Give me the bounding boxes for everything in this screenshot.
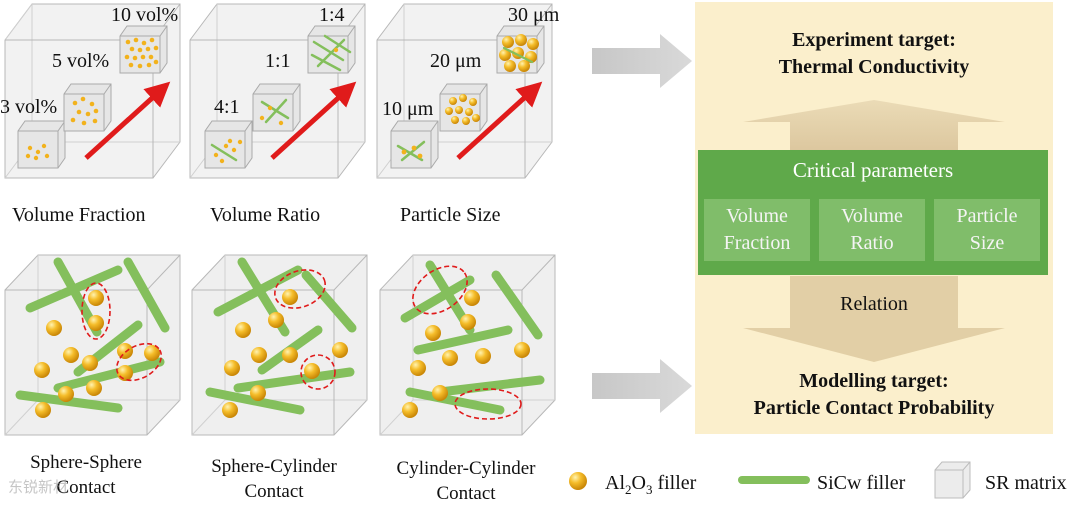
param-line: Ratio: [850, 232, 894, 254]
legend-cube-icon: [934, 461, 971, 499]
experiment-target-value: Thermal Conductivity: [778, 56, 970, 78]
small-cube-10vol: [119, 25, 168, 74]
relation-arrows: [743, 100, 1005, 362]
cylinder-cylinder-contact-cube: [379, 254, 556, 436]
legend-sphere-icon: [569, 472, 587, 490]
legend-al2o3-part: O: [631, 472, 646, 494]
param-line: Size: [969, 232, 1005, 254]
param-line: Volume: [726, 205, 788, 227]
level-20um: 20 μm: [430, 50, 482, 72]
param-line: Particle: [956, 205, 1018, 227]
caption-line: Contact: [56, 477, 116, 498]
small-cube-1-1: [252, 83, 301, 132]
small-cube-20um: [439, 83, 488, 132]
legend-sicw: SiCw filler: [817, 472, 906, 494]
caption-line: Cylinder-Cylinder: [396, 458, 536, 479]
increase-arrow: [270, 81, 357, 160]
increase-arrow: [84, 81, 171, 160]
param-line: Volume: [841, 205, 903, 227]
legend-al2o3-part: filler: [652, 472, 697, 494]
particle-size-panel: [376, 3, 553, 179]
caption-line: Contact: [436, 483, 496, 504]
level-1-4: 1:4: [319, 4, 345, 26]
legend-sr: SR matrix: [985, 472, 1067, 494]
watermark: 东锐新材: [8, 478, 69, 496]
param-line: Fraction: [723, 232, 791, 254]
caption-sphere-cylinder: Sphere-Cylinder Contact: [185, 454, 363, 504]
level-10vol: 10 vol%: [111, 4, 179, 26]
level-10um: 10 μm: [382, 98, 434, 120]
level-4-1: 4:1: [214, 96, 240, 118]
caption-volume-ratio: Volume Ratio: [210, 204, 321, 226]
small-cube-3vol: [17, 120, 66, 169]
level-5vol: 5 vol%: [52, 50, 110, 72]
small-cube-1-4: [307, 25, 356, 74]
caption-cylinder-cylinder: Cylinder-Cylinder Contact: [372, 456, 560, 506]
caption-line: Sphere-Cylinder: [211, 456, 337, 477]
level-1-1: 1:1: [265, 50, 291, 72]
small-cube-30um: [496, 25, 545, 74]
level-3vol: 3 vol%: [0, 96, 58, 118]
relation-label: Relation: [840, 293, 908, 315]
legend-al2o3: Al2O3 filler: [605, 472, 696, 498]
experiment-target-label: Experiment target:: [792, 29, 956, 51]
legend-al2o3-part: Al: [605, 472, 625, 494]
critical-parameters-title: Critical parameters: [792, 158, 954, 182]
legend-al2o3-sub: 2: [625, 482, 632, 497]
caption-volume-fraction: Volume Fraction: [12, 204, 146, 226]
caption-sphere-sphere: Sphere-Sphere Contact: [0, 450, 172, 500]
small-cube-4-1: [204, 120, 253, 169]
sphere-cylinder-contact-cube: [191, 254, 368, 436]
modelling-target: Modelling target: Particle Contact Proba…: [695, 368, 1053, 422]
caption-line: Contact: [244, 481, 304, 502]
legend-al2o3-sub: 3: [645, 482, 653, 497]
modelling-target-label: Modelling target:: [799, 370, 949, 392]
sphere-sphere-contact-cube: [4, 254, 181, 436]
bottom-flow-arrow: [592, 359, 692, 413]
caption-line: Sphere-Sphere: [30, 452, 142, 473]
increase-arrow: [456, 81, 543, 160]
small-cube-10um: [390, 120, 439, 169]
level-30um: 30 μm: [508, 4, 560, 26]
small-cube-5vol: [63, 83, 112, 132]
experiment-target: Experiment target: Thermal Conductivity: [695, 27, 1053, 81]
top-flow-arrow: [592, 34, 692, 88]
caption-particle-size: Particle Size: [400, 204, 501, 226]
modelling-target-value: Particle Contact Probability: [753, 397, 995, 419]
volume-ratio-panel: [189, 3, 366, 179]
volume-fraction-panel: [4, 3, 181, 179]
